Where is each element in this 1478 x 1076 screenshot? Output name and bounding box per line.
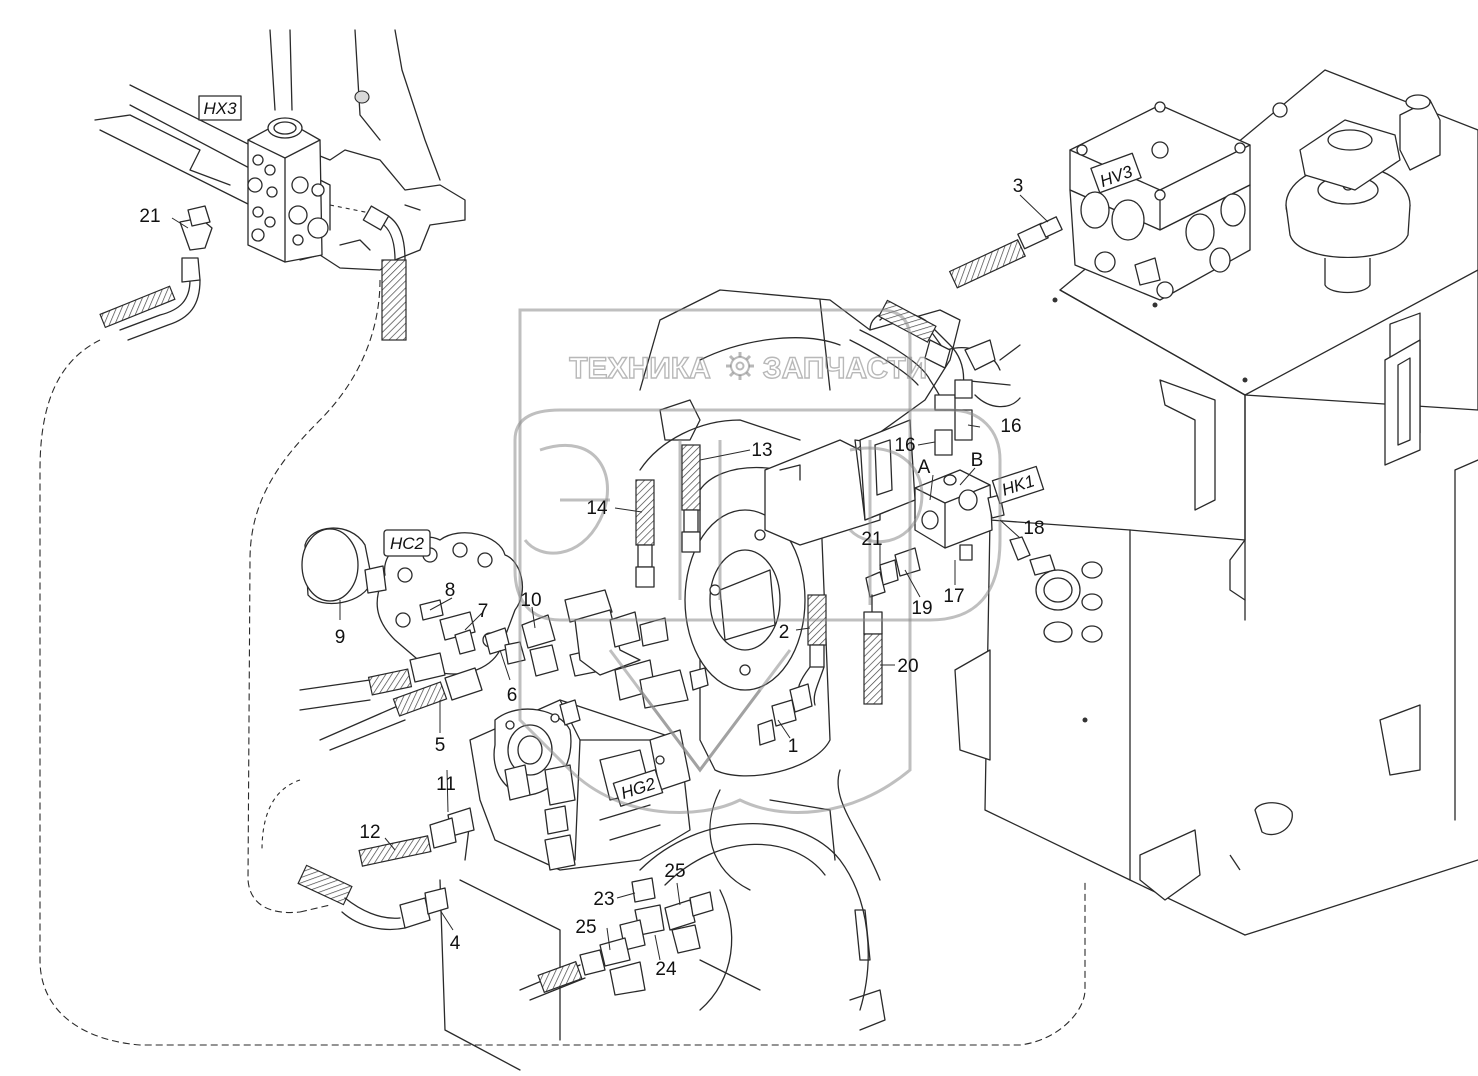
tag-hx3-label: HX3 <box>203 99 237 118</box>
callout-16-right: 16 <box>1000 416 1021 437</box>
hv3-valve: HV3 <box>1069 101 1251 301</box>
callout-25-right: 25 <box>664 861 685 882</box>
tag-hg2 <box>612 769 664 807</box>
callout-7: 7 <box>478 601 489 622</box>
callout-4: 4 <box>450 933 461 954</box>
callout-1: 1 <box>788 736 799 757</box>
callouts: 21 16 16 A B 18 21 17 19 20 13 14 9 8 7 … <box>139 206 1044 980</box>
callout-21-left: 21 <box>139 206 160 227</box>
callout-13: 13 <box>751 440 772 461</box>
tag-hk1 <box>991 465 1045 505</box>
callout-2: 2 <box>779 622 790 643</box>
callout-20: 20 <box>897 656 918 677</box>
callout-9: 9 <box>335 627 346 648</box>
hx3-block: HX3 <box>198 95 329 263</box>
hose-21-left <box>99 205 213 341</box>
hoses-5 <box>299 652 483 751</box>
gear-icon <box>726 352 754 380</box>
watermark-text-left: ТЕХНИКА <box>569 352 711 385</box>
hoses-11-12-4 <box>297 807 475 931</box>
accumulator-9 <box>301 527 387 605</box>
tank-sensor <box>1272 94 1441 191</box>
callout-12: 12 <box>359 822 380 843</box>
watermark-text-right: ЗАПЧАСТИ <box>763 352 927 385</box>
hg2-pump: HG2 <box>469 609 709 871</box>
tag-hc2 <box>383 529 431 557</box>
callout-17: 17 <box>943 586 964 607</box>
port-a-label: A <box>918 457 931 478</box>
callout-24: 24 <box>655 959 677 980</box>
callout-11: 11 <box>436 774 456 795</box>
tag-hk1-label: HK1 <box>999 471 1036 499</box>
callout-19: 19 <box>911 598 932 619</box>
callout-6: 6 <box>507 685 518 706</box>
callout-23: 23 <box>593 889 614 910</box>
callout-5: 5 <box>435 735 446 756</box>
callout-10: 10 <box>520 590 541 611</box>
callout-18: 18 <box>1023 518 1044 539</box>
hose-from-hx3 <box>362 205 407 341</box>
watermark: ТЕХНИКА ЗАПЧАСТИ <box>513 308 1002 814</box>
tag-hv3 <box>1090 152 1142 194</box>
leader-lines <box>171 217 1021 961</box>
hoses-13-14 <box>635 444 701 588</box>
tag-hx3 <box>198 95 242 121</box>
port-b-label: B <box>971 450 984 471</box>
callout-25-left: 25 <box>575 917 596 938</box>
fittings-23-24-25 <box>519 877 714 1001</box>
hose-3: 3 <box>948 176 1063 289</box>
callout-8: 8 <box>445 580 456 601</box>
callout-3: 3 <box>1013 176 1024 197</box>
callout-16-left: 16 <box>894 435 915 456</box>
tag-hc2-label: HC2 <box>390 534 425 553</box>
breather-cap <box>1285 164 1411 294</box>
bellhousing <box>439 799 886 1071</box>
hk1-valve-assembly: HK1 <box>849 299 1103 705</box>
callout-21-right: 21 <box>861 529 882 550</box>
pump-drive-housing <box>639 289 1021 891</box>
callout-14: 14 <box>586 498 608 519</box>
